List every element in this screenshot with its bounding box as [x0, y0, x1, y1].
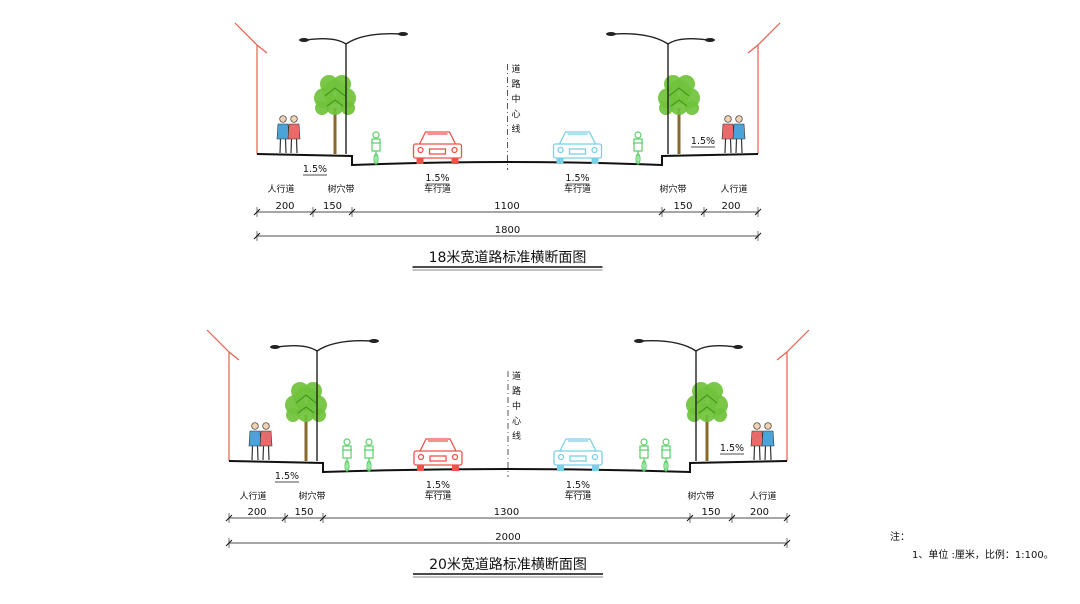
slope-label: 1.5% — [275, 471, 299, 482]
zone-label: 树穴带 — [687, 490, 714, 502]
section-title: 20米宽道路标准横断面图 — [429, 556, 587, 573]
dimension-value: 150 — [294, 507, 313, 518]
zone-label: 人行道 — [267, 183, 294, 195]
building-left — [234, 22, 268, 154]
total-dimension-value: 1800 — [495, 225, 520, 236]
building-right — [747, 22, 781, 154]
bicycle-icon — [364, 438, 374, 472]
centerline-label-char: 道 — [512, 370, 521, 382]
road-profile — [256, 153, 759, 167]
slope-label: 1.5% — [303, 164, 327, 175]
zone-label: 车行道 — [424, 490, 451, 502]
dimension-value: 1100 — [494, 201, 519, 212]
building-left — [206, 329, 240, 461]
bicycle-icon — [639, 438, 649, 472]
zone-label: 人行道 — [239, 490, 266, 502]
pedestrian-icon — [259, 422, 273, 461]
centerline-label-char: 心 — [512, 109, 521, 120]
zone-label: 树穴带 — [298, 490, 325, 502]
bicycle-icon — [633, 131, 643, 165]
street-lamp-icon — [299, 32, 408, 154]
bicycle-icon — [342, 438, 352, 472]
centerline-label-char: 路 — [512, 78, 521, 90]
slope-label: 1.5% — [691, 136, 715, 147]
dimension-value: 150 — [673, 201, 692, 212]
street-lamp-icon — [606, 32, 715, 154]
section-title: 18米宽道路标准横断面图 — [429, 249, 587, 266]
total-dimension-value: 2000 — [495, 532, 520, 543]
zone-label: 树穴带 — [327, 183, 354, 195]
zone-label: 人行道 — [749, 490, 776, 502]
dimension-value: 200 — [275, 201, 294, 212]
slope-label: 1.5% — [426, 480, 450, 491]
centerline-label-char: 线 — [512, 430, 521, 442]
zone-label: 人行道 — [720, 183, 747, 195]
zone-label: 车行道 — [564, 490, 591, 502]
dimension-value: 150 — [323, 201, 342, 212]
dimension-value: 200 — [721, 201, 740, 212]
pedestrian-icon — [732, 115, 746, 154]
tree-icon — [314, 75, 356, 154]
centerline-label-char: 心 — [512, 416, 521, 427]
dimension-value: 200 — [750, 507, 769, 518]
dimension-value: 1300 — [494, 507, 519, 518]
building-right — [776, 329, 810, 461]
zone-label: 车行道 — [424, 183, 451, 195]
centerline-label-char: 中 — [512, 93, 521, 105]
car-icon — [553, 438, 603, 471]
car-icon — [413, 438, 463, 471]
bicycle-icon — [371, 131, 381, 165]
centerline-label-char: 线 — [512, 123, 521, 135]
centerline-label-char: 中 — [512, 400, 521, 412]
dimension-value: 150 — [701, 507, 720, 518]
slope-label: 1.5% — [566, 480, 590, 491]
centerline-label-char: 道 — [512, 63, 521, 75]
car-icon — [552, 131, 603, 164]
pedestrian-icon — [287, 115, 301, 154]
street-lamp-icon — [270, 339, 379, 461]
note-line: 1、单位 :厘米，比例：1:100。 — [912, 550, 1054, 561]
pedestrian-icon — [761, 422, 775, 461]
dimension-value: 200 — [247, 507, 266, 518]
centerline-label-char: 路 — [512, 385, 521, 397]
pedestrian-icon — [248, 422, 262, 461]
slope-label: 1.5% — [425, 173, 449, 184]
zone-label: 树穴带 — [659, 183, 686, 195]
pedestrian-icon — [721, 115, 735, 154]
tree-icon — [285, 382, 327, 461]
zone-label: 车行道 — [564, 183, 591, 195]
pedestrian-icon — [750, 422, 764, 461]
slope-label: 1.5% — [565, 173, 589, 184]
street-lamp-icon — [634, 339, 743, 461]
pedestrian-icon — [276, 115, 290, 154]
bicycle-icon — [661, 438, 671, 472]
slope-label: 1.5% — [720, 443, 744, 454]
car-icon — [412, 131, 463, 164]
note-title: 注： — [890, 532, 910, 543]
